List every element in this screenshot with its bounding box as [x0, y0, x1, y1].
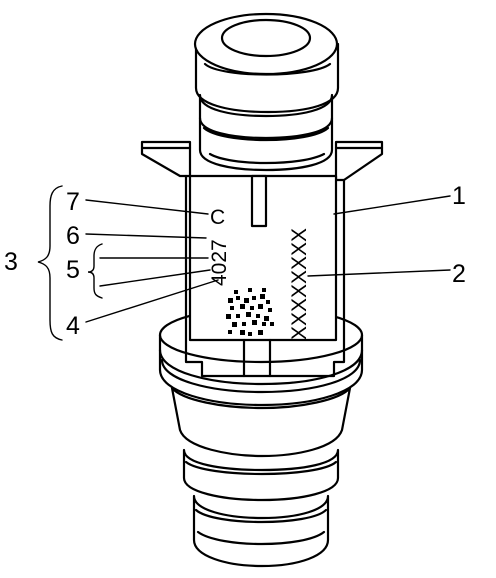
- callout-5: 5: [66, 256, 80, 284]
- callout-2: 2: [452, 260, 466, 288]
- upper-o-ring: [193, 12, 340, 114]
- callout-1: 1: [452, 182, 466, 210]
- marking-revision-letter: C: [210, 206, 225, 229]
- mounting-flange: [140, 140, 384, 182]
- upper-body: [198, 93, 334, 172]
- marking-serial: XXXXXXXX: [288, 228, 311, 340]
- data-matrix-code: [226, 288, 274, 336]
- callout-7: 7: [66, 188, 80, 216]
- leader-lines: [85, 195, 451, 323]
- callout-6: 6: [66, 222, 80, 250]
- label-plate: [184, 174, 346, 378]
- callout-4: 4: [66, 312, 80, 340]
- lower-body: [158, 306, 364, 568]
- bracket-small: [87, 243, 103, 299]
- bracket-large: [37, 185, 63, 341]
- marking-part-number: 4027: [208, 239, 231, 286]
- callout-3: 3: [4, 248, 18, 276]
